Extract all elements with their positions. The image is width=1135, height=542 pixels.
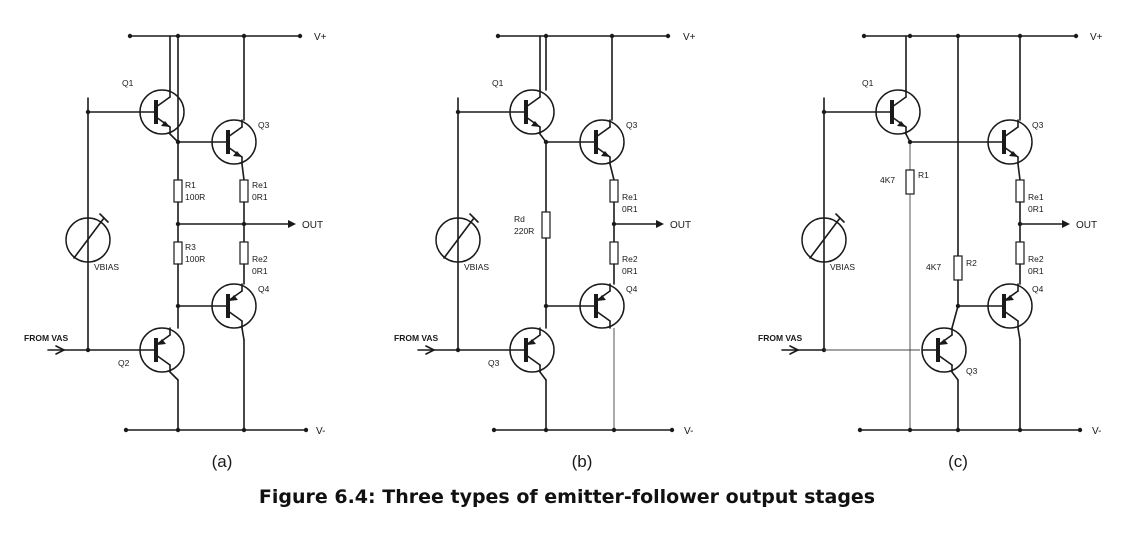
r3-value-a: 100R — [185, 254, 205, 264]
v-minus-label-a: V- — [316, 426, 325, 437]
v-plus-label-a: V+ — [314, 32, 327, 43]
re2-value-a: 0R1 — [252, 266, 268, 276]
v-minus-label-c: V- — [1092, 426, 1101, 437]
re2-value-b: 0R1 — [622, 266, 638, 276]
r1-name-c: R1 — [918, 170, 929, 180]
figure-caption: Figure 6.4: Three types of emitter-follo… — [259, 486, 875, 508]
q4-label-c: Q4 — [1032, 284, 1044, 294]
transistor-q2-a — [138, 326, 186, 374]
q3-lower-label-c: Q3 — [966, 366, 978, 376]
resistor-re2-b — [609, 241, 619, 265]
resistor-r2-c — [953, 255, 963, 281]
q1-label-a: Q1 — [122, 78, 134, 88]
transistor-q1-c — [874, 88, 922, 136]
out-label-a: OUT — [302, 220, 323, 231]
rd-value-b: 220R — [514, 226, 534, 236]
from-vas-label-c: FROM VAS — [758, 333, 803, 343]
r1-value-c: 4K7 — [880, 175, 895, 185]
v-plus-label-c: V+ — [1090, 32, 1103, 43]
vbias-label-a: VBIAS — [94, 262, 119, 272]
circuit-a: V+ V- VBIAS FROM VAS Q1 Q3 — [24, 32, 327, 471]
re1-name-b: Re1 — [622, 192, 638, 202]
re2-name-c: Re2 — [1028, 254, 1044, 264]
re1-value-b: 0R1 — [622, 204, 638, 214]
resistor-re1-a — [239, 179, 249, 203]
q1-label-c: Q1 — [862, 78, 874, 88]
resistor-re2-c — [1015, 241, 1025, 265]
circuit-b: V+ V- VBIAS FROM VAS Q1 Q3 Rd 220 — [394, 32, 696, 471]
r1-value-a: 100R — [185, 192, 205, 202]
transistor-q3-lower-b — [508, 326, 556, 374]
re1-name-a: Re1 — [252, 180, 268, 190]
q1-label-b: Q1 — [492, 78, 504, 88]
q3-label-b: Q3 — [626, 120, 638, 130]
q3-label-c: Q3 — [1032, 120, 1044, 130]
transistor-q3-b — [578, 118, 626, 166]
from-vas-label-b: FROM VAS — [394, 333, 439, 343]
resistor-re2-a — [239, 241, 249, 265]
r3-name-a: R3 — [185, 242, 196, 252]
re2-name-b: Re2 — [622, 254, 638, 264]
q3-label-a: Q3 — [258, 120, 270, 130]
resistor-re1-b — [609, 179, 619, 203]
out-label-c: OUT — [1076, 220, 1097, 231]
r2-name-c: R2 — [966, 258, 977, 268]
q3-lower-label-b: Q3 — [488, 358, 500, 368]
re2-value-c: 0R1 — [1028, 266, 1044, 276]
transistor-q1-b — [508, 88, 556, 136]
input-arrow-icon-c — [781, 345, 799, 355]
input-arrow-icon-b — [417, 345, 435, 355]
v-minus-label-b: V- — [684, 426, 693, 437]
transistor-q3-lower-c — [920, 326, 968, 374]
re1-value-c: 0R1 — [1028, 204, 1044, 214]
sublabel-c: (c) — [948, 452, 968, 471]
resistor-r1-a — [173, 179, 183, 203]
q4-label-a: Q4 — [258, 284, 270, 294]
re2-name-a: Re2 — [252, 254, 268, 264]
r1-name-a: R1 — [185, 180, 196, 190]
sublabel-b: (b) — [572, 452, 593, 471]
transistor-q4-a — [210, 282, 258, 330]
resistor-rd-b — [541, 211, 551, 239]
circuit-c: V+ V- VBIAS FROM VAS Q1 R1 4K7 Q3 — [758, 32, 1103, 471]
input-arrow-icon-a — [47, 345, 65, 355]
r2-value-c: 4K7 — [926, 262, 941, 272]
q4-label-b: Q4 — [626, 284, 638, 294]
re1-name-c: Re1 — [1028, 192, 1044, 202]
re1-value-a: 0R1 — [252, 192, 268, 202]
sublabel-a: (a) — [212, 452, 233, 471]
out-label-b: OUT — [670, 220, 691, 231]
resistor-r1-c — [905, 169, 915, 195]
q2-label-a: Q2 — [118, 358, 130, 368]
rd-name-b: Rd — [514, 214, 525, 224]
resistor-r3-a — [173, 241, 183, 265]
from-vas-label-a: FROM VAS — [24, 333, 69, 343]
resistor-re1-c — [1015, 179, 1025, 203]
transistor-q3-a — [210, 118, 258, 166]
transistor-q4-b — [578, 282, 626, 330]
v-plus-label-b: V+ — [683, 32, 696, 43]
vbias-label-b: VBIAS — [464, 262, 489, 272]
transistor-q4-c — [986, 282, 1034, 330]
transistor-q3-c — [986, 118, 1034, 166]
vbias-label-c: VBIAS — [830, 262, 855, 272]
